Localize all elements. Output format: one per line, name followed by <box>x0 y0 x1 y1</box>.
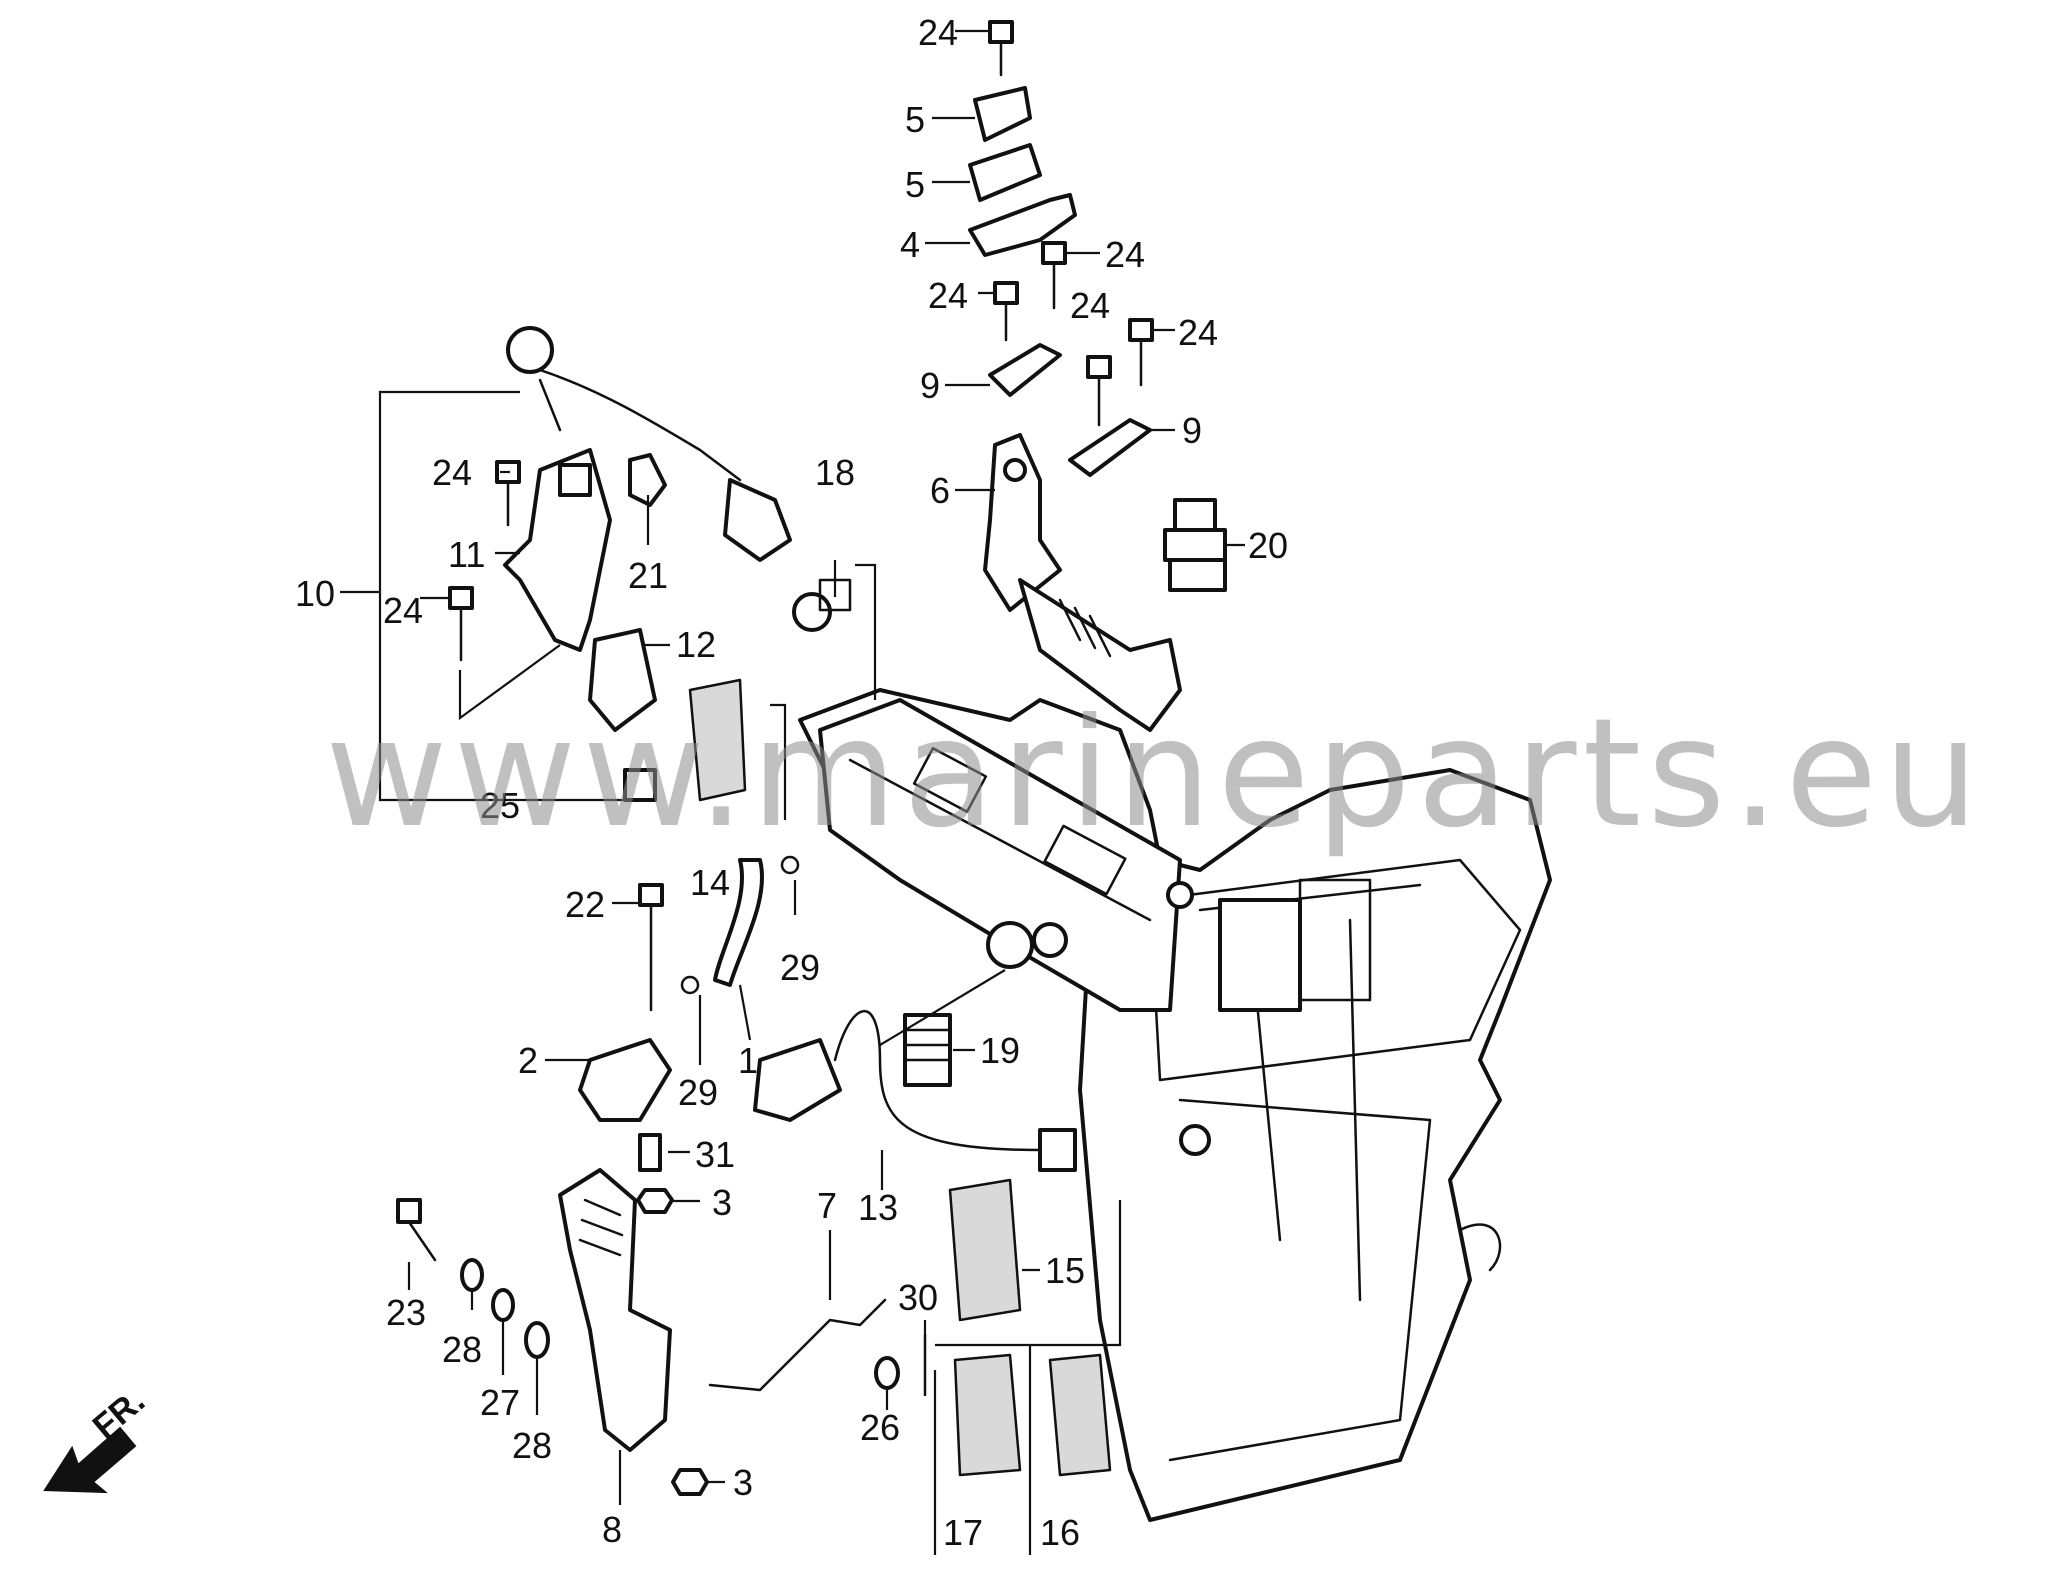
pad-part-17 <box>953 1353 1022 1477</box>
washer-part-28-upper <box>460 1258 484 1292</box>
callout-24-top: 24 <box>918 12 958 53</box>
callout-20: 20 <box>1248 525 1288 566</box>
callout-3-lower: 3 <box>733 1462 753 1503</box>
switch-part-2 <box>578 1038 672 1122</box>
callout-14: 14 <box>690 862 730 903</box>
callout-11: 11 <box>448 534 485 575</box>
pad-part-16 <box>1048 1353 1112 1477</box>
callout-6: 6 <box>930 470 950 511</box>
callout-10: 10 <box>295 573 335 614</box>
shift-lever-arm <box>983 433 1182 732</box>
callout-28-upper: 28 <box>442 1329 482 1370</box>
callout-8: 8 <box>602 1509 622 1550</box>
bolts-24-upper <box>988 20 1154 427</box>
wire-harness-10 <box>506 326 792 562</box>
plug-part-18 <box>792 578 852 632</box>
callout-15: 15 <box>1045 1250 1085 1291</box>
callout-29-upper: 29 <box>780 947 820 988</box>
nut-part-3-lower <box>671 1468 709 1496</box>
leader-lines <box>407 29 1245 1505</box>
callout-30: 30 <box>898 1277 938 1318</box>
washer-part-26 <box>874 1356 900 1390</box>
spacer-part-31 <box>638 1133 662 1172</box>
bolt-part-22 <box>638 883 664 1012</box>
callout-7: 7 <box>817 1185 837 1226</box>
gear-part-20 <box>1163 498 1227 592</box>
group-brackets <box>340 390 1122 1555</box>
callout-1: 1 <box>738 1040 758 1081</box>
clips-part-29 <box>680 855 800 995</box>
sensor-part-13 <box>753 1010 1077 1172</box>
callout-21: 21 <box>628 555 668 596</box>
callout-17: 17 <box>943 1512 983 1553</box>
pad-part-15 <box>948 1178 1022 1322</box>
nut-part-25 <box>623 768 657 802</box>
callout-24-mid: 24 <box>1070 285 1110 326</box>
callout-16: 16 <box>1040 1512 1080 1553</box>
pedal-arm-part-8 <box>558 1168 672 1452</box>
washer-part-28-lower <box>524 1321 550 1359</box>
mounting-rail <box>818 698 1211 1156</box>
clip-part-21 <box>628 453 667 507</box>
callout-3-upper: 3 <box>712 1182 732 1223</box>
callout-25: 25 <box>480 785 520 826</box>
callout-19: 19 <box>980 1030 1020 1071</box>
front-label: FR. <box>86 1382 152 1446</box>
callout-28-lower: 28 <box>512 1425 552 1466</box>
callout-24-right-mid: 24 <box>1178 312 1218 353</box>
front-arrow-icon <box>43 1426 137 1494</box>
callout-18: 18 <box>815 452 855 493</box>
callout-13: 13 <box>858 1187 898 1228</box>
hose-part-1 <box>713 858 764 987</box>
callout-22: 22 <box>565 884 605 925</box>
engine-housing <box>798 688 1552 1522</box>
callout-24-left-upper: 24 <box>432 452 472 493</box>
callout-2: 2 <box>518 1040 538 1081</box>
nut-part-3-upper <box>636 1188 674 1214</box>
callout-27: 27 <box>480 1382 520 1423</box>
callout-9-right: 9 <box>1182 410 1202 451</box>
watermark: www.marineparts.eu <box>325 687 1985 861</box>
callout-4: 4 <box>900 224 920 265</box>
washer-part-27 <box>491 1288 515 1322</box>
pad-part-14 <box>688 678 747 802</box>
callout-5-lower: 5 <box>905 164 925 205</box>
callout-9-left: 9 <box>920 365 940 406</box>
callout-24-right-upper: 24 <box>1105 234 1145 275</box>
callout-12: 12 <box>676 624 716 665</box>
bolt-part-23 <box>396 1198 437 1262</box>
callout-31: 31 <box>695 1134 735 1175</box>
plates-4-5 <box>968 86 1077 257</box>
callout-numbers: 24 5 5 4 24 24 24 24 9 9 6 20 18 24 11 2… <box>295 12 1288 1553</box>
bolts-24-left <box>448 460 521 662</box>
callout-24-left-lower: 24 <box>383 590 423 631</box>
switch-part-12 <box>588 628 657 732</box>
rod-part-7 <box>708 1298 887 1392</box>
callout-23: 23 <box>386 1292 426 1333</box>
callout-26: 26 <box>860 1407 900 1448</box>
front-direction-indicator: FR. <box>43 1382 152 1494</box>
callout-5-upper: 5 <box>905 99 925 140</box>
callout-29-lower: 29 <box>678 1072 718 1113</box>
callout-24-left-mid: 24 <box>928 275 968 316</box>
